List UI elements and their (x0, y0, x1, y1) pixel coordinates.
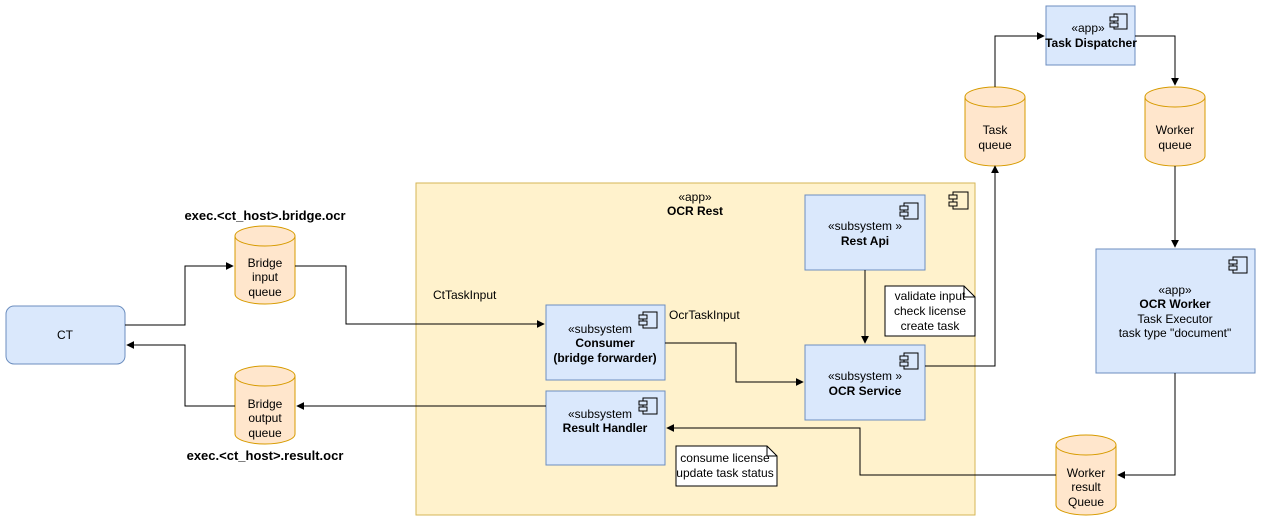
consumer-box[interactable]: «subsystem Consumer (bridge forwarder) (545, 304, 666, 381)
edge-label-ct-task-input: CtTaskInput (433, 288, 497, 302)
worker-queue-line1: Worker (1156, 123, 1194, 137)
ocr-worker-line2: task type "document" (1119, 326, 1232, 340)
ct-label: CT (57, 328, 74, 342)
component-icon (638, 311, 658, 329)
edge-ocr-worker-to-result-queue (1117, 373, 1176, 479)
component-icon (899, 352, 919, 370)
note-validate-line2: check license (894, 304, 966, 318)
ocr-worker-line1: Task Executor (1137, 312, 1212, 326)
ocr-service-box[interactable]: «subsystem » OCR Service (804, 344, 926, 421)
rest-api-box[interactable]: «subsystem » Rest Api (804, 194, 926, 271)
bridge-input-line2: input (252, 270, 279, 284)
bridge-output-line2: output (248, 411, 282, 425)
note-consume-line1: consume license (680, 451, 770, 465)
worker-queue-line2: queue (1158, 138, 1192, 152)
edge-ct-to-bridge-input (125, 262, 234, 326)
bridge-input-caption: exec.<ct_host>.bridge.ocr (184, 208, 345, 223)
bridge-output-line1: Bridge (248, 397, 283, 411)
note-consume-line2: update task status (676, 466, 773, 480)
worker-result-line3: Queue (1068, 495, 1104, 509)
note-consume: consume license update task status (675, 445, 778, 487)
component-icon (899, 202, 919, 220)
bridge-output-caption: exec.<ct_host>.result.ocr (187, 448, 344, 463)
ocr-service-stereotype: «subsystem » (828, 369, 902, 383)
result-handler-stereotype: «subsystem (568, 407, 632, 421)
task-queue-line1: Task (983, 123, 1009, 137)
task-dispatcher-stereotype: «app» (1071, 21, 1105, 35)
task-dispatcher-name: Task Dispatcher (1045, 36, 1137, 50)
result-handler-box[interactable]: «subsystem Result Handler (545, 390, 666, 466)
result-handler-name: Result Handler (563, 421, 648, 435)
rest-api-stereotype: «subsystem » (828, 219, 902, 233)
component-icon (1109, 13, 1128, 30)
note-validate: validate input check license create task (884, 285, 976, 337)
task-queue-line2: queue (978, 138, 1012, 152)
bridge-input-queue[interactable]: Bridge input queue (234, 225, 296, 305)
edge-bridge-output-to-ct (126, 341, 235, 407)
ocr-rest-stereotype: «app» (678, 190, 712, 204)
note-validate-line3: create task (901, 319, 961, 333)
bridge-input-line1: Bridge (248, 256, 283, 270)
consumer-name-line2: (bridge forwarder) (553, 351, 656, 365)
ocr-worker-stereotype: «app» (1158, 283, 1192, 297)
edge-task-queue-to-dispatcher (994, 32, 1045, 87)
worker-result-queue[interactable]: Worker result Queue (1055, 434, 1117, 516)
edge-result-queue-to-result-handler (666, 424, 1056, 476)
edge-dispatcher-to-worker-queue (1135, 35, 1179, 86)
consumer-stereotype: «subsystem (568, 322, 632, 336)
ocr-service-name: OCR Service (829, 384, 902, 398)
edge-label-ocr-task-input: OcrTaskInput (669, 308, 740, 322)
task-queue[interactable]: Task queue (964, 86, 1026, 167)
rest-api-name: Rest Api (841, 234, 889, 248)
note-validate-line1: validate input (895, 289, 966, 303)
component-icon (1228, 256, 1248, 274)
component-icon (638, 397, 658, 415)
component-icon (948, 191, 969, 210)
ct-box[interactable]: CT (5, 305, 126, 365)
edge-consumer-to-ocr-service (665, 342, 804, 386)
ocr-worker-name: OCR Worker (1139, 297, 1210, 311)
bridge-output-queue[interactable]: Bridge output queue (234, 365, 296, 445)
worker-result-line1: Worker (1067, 466, 1105, 480)
bridge-input-line3: queue (248, 285, 282, 299)
ocr-worker-box[interactable]: «app» OCR Worker Task Executor task type… (1095, 248, 1256, 374)
worker-result-line2: result (1071, 480, 1101, 494)
worker-queue[interactable]: Worker queue (1144, 86, 1206, 167)
bridge-output-line3: queue (248, 426, 282, 440)
task-dispatcher-box[interactable]: «app» Task Dispatcher (1045, 5, 1137, 66)
ocr-rest-name: OCR Rest (667, 204, 723, 218)
consumer-name-line1: Consumer (575, 336, 635, 350)
edge-ocr-service-to-task-queue (925, 165, 999, 367)
edge-bridge-input-to-consumer (295, 265, 545, 328)
